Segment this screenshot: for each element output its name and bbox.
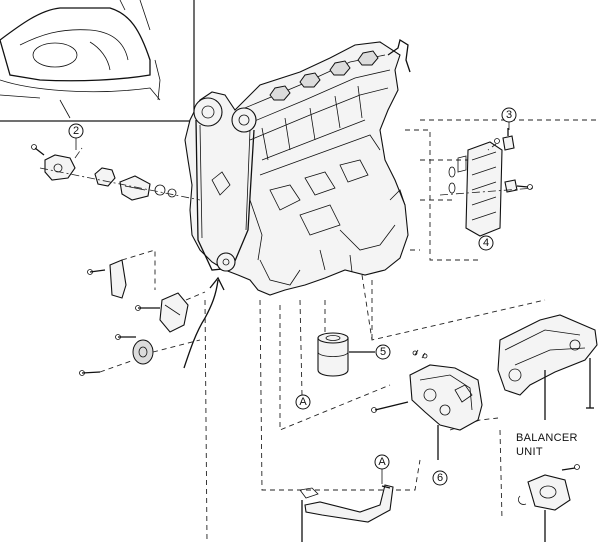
part-2-oil-control-valve	[31, 144, 201, 201]
callout-3: 3	[501, 107, 517, 130]
reference-A-upper: A	[295, 394, 311, 410]
inset-detail-box	[0, 0, 195, 122]
svg-text:5: 5	[380, 346, 386, 358]
timing-components-left	[79, 249, 206, 376]
part-4-oil-cooler	[439, 141, 536, 237]
hand-drawn-arrow	[183, 276, 225, 369]
balancer-unit-label: BALANCER UNIT	[516, 432, 578, 458]
svg-text:UNIT: UNIT	[516, 446, 543, 458]
part-6-oil-pump	[371, 349, 483, 460]
callout-2: 2	[68, 123, 84, 150]
part-3-pressure-switch	[487, 128, 515, 151]
svg-text:2: 2	[73, 125, 79, 137]
svg-text:A: A	[378, 456, 386, 468]
svg-text:A: A	[299, 396, 307, 408]
svg-text:6: 6	[437, 472, 443, 484]
svg-text:BALANCER: BALANCER	[516, 432, 578, 444]
oil-strainer-pipe	[299, 484, 394, 542]
engine-block	[184, 38, 411, 296]
svg-text:4: 4	[483, 237, 489, 249]
balancer-unit	[497, 314, 598, 420]
callout-5: 5	[375, 344, 391, 360]
svg-text:3: 3	[506, 109, 512, 121]
reference-A-lower: A	[374, 454, 390, 484]
callout-4: 4	[478, 235, 494, 251]
callout-6: 6	[432, 470, 448, 486]
bottom-right-component	[518, 464, 580, 542]
part-5-oil-filter	[317, 332, 375, 377]
